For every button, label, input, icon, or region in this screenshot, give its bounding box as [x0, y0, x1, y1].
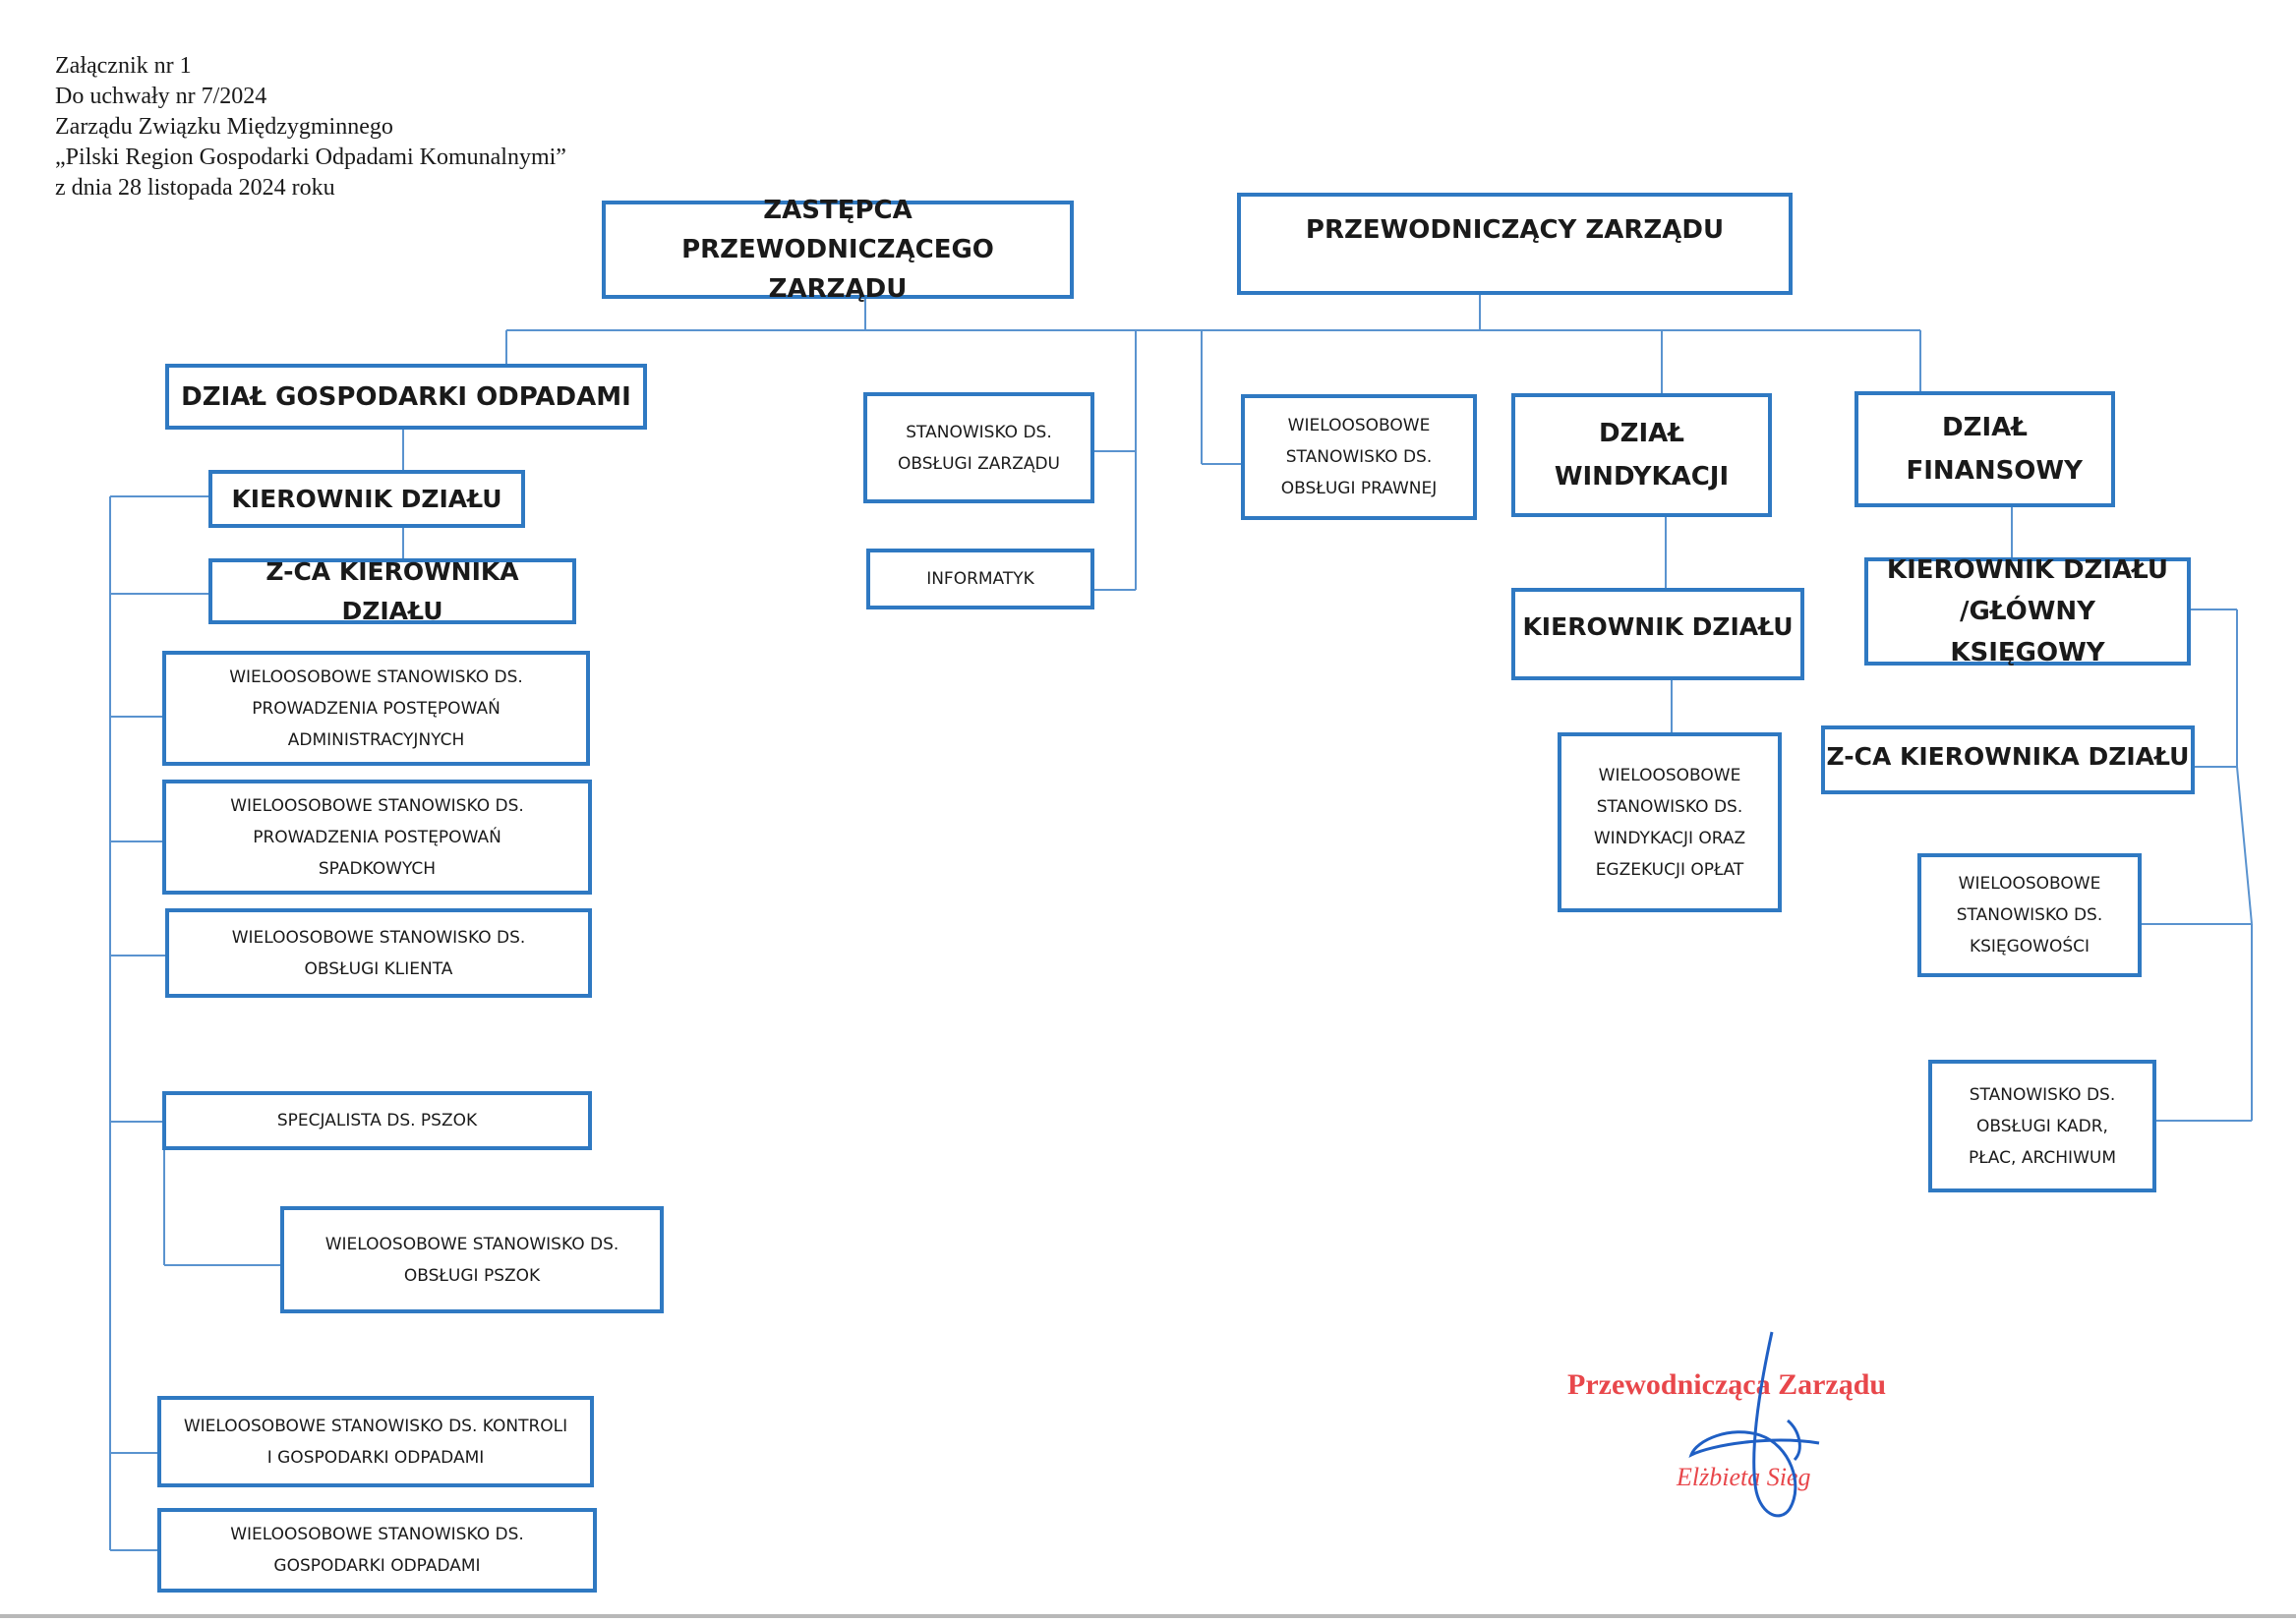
- board-service-label: STANOWISKO DS. OBSŁUGI ZARZĄDU: [897, 422, 1061, 474]
- accounting-box: WIELOOSOBOWE STANOWISKO DS. KSIĘGOWOŚCI: [1917, 853, 2142, 977]
- header-line: „Pilski Region Gospodarki Odpadami Komun…: [55, 145, 566, 170]
- pszok-specialist-box: SPECJALISTA DS. PSZOK: [162, 1091, 592, 1150]
- it-label: INFORMATYK: [926, 569, 1034, 589]
- board-service-box: STANOWISKO DS. OBSŁUGI ZARZĄDU: [863, 392, 1094, 503]
- waste-deputy-head-box: Z-CA KIEROWNIKA DZIAŁU: [208, 557, 576, 625]
- waste-management-box: WIELOOSOBOWE STANOWISKO DS. GOSPODARKI O…: [157, 1508, 597, 1593]
- inheritance-proceedings-label: WIELOOSOBOWE STANOWISKO DS. PROWADZENIA …: [230, 795, 524, 879]
- stamp-name: Elżbieta Sieg: [1677, 1463, 1811, 1491]
- finance-deputy-head-label: Z-CA KIEROWNIKA DZIAŁU: [1826, 742, 2190, 771]
- it-box: INFORMATYK: [866, 549, 1094, 609]
- waste-control-label: WIELOOSOBOWE STANOWISKO DS. KONTROLI I G…: [183, 1416, 568, 1468]
- collection-enforcement-label: WIELOOSOBOWE STANOWISKO DS. WINDYKACJI O…: [1593, 765, 1746, 880]
- chair-box: PRZEWODNICZĄCY ZARZĄDU: [1237, 193, 1793, 295]
- pszok-specialist-label: SPECJALISTA DS. PSZOK: [276, 1111, 478, 1130]
- finance-deputy-head-box: Z-CA KIEROWNIKA DZIAŁU: [1821, 725, 2195, 794]
- admin-proceedings-label: WIELOOSOBOWE STANOWISKO DS. PROWADZENIA …: [229, 667, 523, 750]
- waste-dept-label: DZIAŁ GOSPODARKI ODPADAMI: [181, 381, 631, 412]
- pszok-service-box: WIELOOSOBOWE STANOWISKO DS. OBSŁUGI PSZO…: [280, 1206, 664, 1313]
- waste-dept-box: DZIAŁ GOSPODARKI ODPADAMI: [165, 364, 647, 430]
- deputy-chair-box: ZASTĘPCA PRZEWODNICZĄCEGO ZARZĄDU: [602, 196, 1074, 304]
- handwritten-signature: [1688, 1331, 1820, 1518]
- stamp-title: Przewodnicząca Zarządu: [1567, 1368, 1887, 1401]
- waste-management-label: WIELOOSOBOWE STANOWISKO DS. GOSPODARKI O…: [230, 1525, 524, 1576]
- waste-head-label: KIEROWNIK DZIAŁU: [231, 484, 502, 513]
- waste-deputy-head-label: Z-CA KIEROWNIKA DZIAŁU: [265, 556, 519, 625]
- header-line: Zarządu Związku Międzygminnego: [55, 114, 393, 140]
- finance-dept-box: DZIAŁ FINANSOWY: [1854, 391, 2115, 507]
- header-line: Załącznik nr 1: [55, 53, 192, 79]
- legal-service-label: WIELOOSOBOWE STANOWISKO DS. OBSŁUGI PRAW…: [1280, 416, 1438, 498]
- deputy-chair-label: ZASTĘPCA PRZEWODNICZĄCEGO ZARZĄDU: [681, 196, 994, 304]
- hr-payroll-archive-box: STANOWISKO DS. OBSŁUGI KADR, PŁAC, ARCHI…: [1928, 1060, 2156, 1192]
- page-bottom-edge: [0, 1614, 2296, 1618]
- accounting-label: WIELOOSOBOWE STANOWISKO DS. KSIĘGOWOŚCI: [1956, 874, 2103, 956]
- header-line: Do uchwały nr 7/2024: [55, 84, 267, 109]
- admin-proceedings-box: WIELOOSOBOWE STANOWISKO DS. PROWADZENIA …: [162, 651, 590, 766]
- collection-dept-label: DZIAŁ WINDYKACJI: [1554, 419, 1730, 492]
- pszok-service-label: WIELOOSOBOWE STANOWISKO DS. OBSŁUGI PSZO…: [324, 1234, 619, 1286]
- chief-accountant-label: KIEROWNIK DZIAŁU /GŁÓWNY KSIĘGOWY: [1886, 555, 2169, 667]
- header-line: z dnia 28 listopada 2024 roku: [55, 175, 335, 201]
- collection-dept-box: DZIAŁ WINDYKACJI: [1511, 393, 1772, 517]
- inheritance-proceedings-box: WIELOOSOBOWE STANOWISKO DS. PROWADZENIA …: [162, 780, 592, 895]
- finance-dept-label: DZIAŁ FINANSOWY: [1906, 413, 2083, 486]
- document-header: Załącznik nr 1 Do uchwały nr 7/2024 Zarz…: [55, 51, 566, 203]
- collection-head-box: KIEROWNIK DZIAŁU: [1511, 588, 1804, 680]
- legal-service-box: WIELOOSOBOWE STANOWISKO DS. OBSŁUGI PRAW…: [1241, 394, 1477, 520]
- waste-head-box: KIEROWNIK DZIAŁU: [208, 470, 525, 528]
- client-service-label: WIELOOSOBOWE STANOWISKO DS. OBSŁUGI KLIE…: [231, 927, 526, 979]
- chair-label: PRZEWODNICZĄCY ZARZĄDU: [1305, 215, 1725, 245]
- chief-accountant-box: KIEROWNIK DZIAŁU /GŁÓWNY KSIĘGOWY: [1864, 555, 2191, 667]
- collection-enforcement-box: WIELOOSOBOWE STANOWISKO DS. WINDYKACJI O…: [1558, 732, 1782, 912]
- client-service-box: WIELOOSOBOWE STANOWISKO DS. OBSŁUGI KLIE…: [165, 908, 592, 998]
- collection-head-label: KIEROWNIK DZIAŁU: [1522, 612, 1794, 641]
- hr-payroll-archive-label: STANOWISKO DS. OBSŁUGI KADR, PŁAC, ARCHI…: [1969, 1084, 2116, 1168]
- waste-control-box: WIELOOSOBOWE STANOWISKO DS. KONTROLI I G…: [157, 1396, 594, 1487]
